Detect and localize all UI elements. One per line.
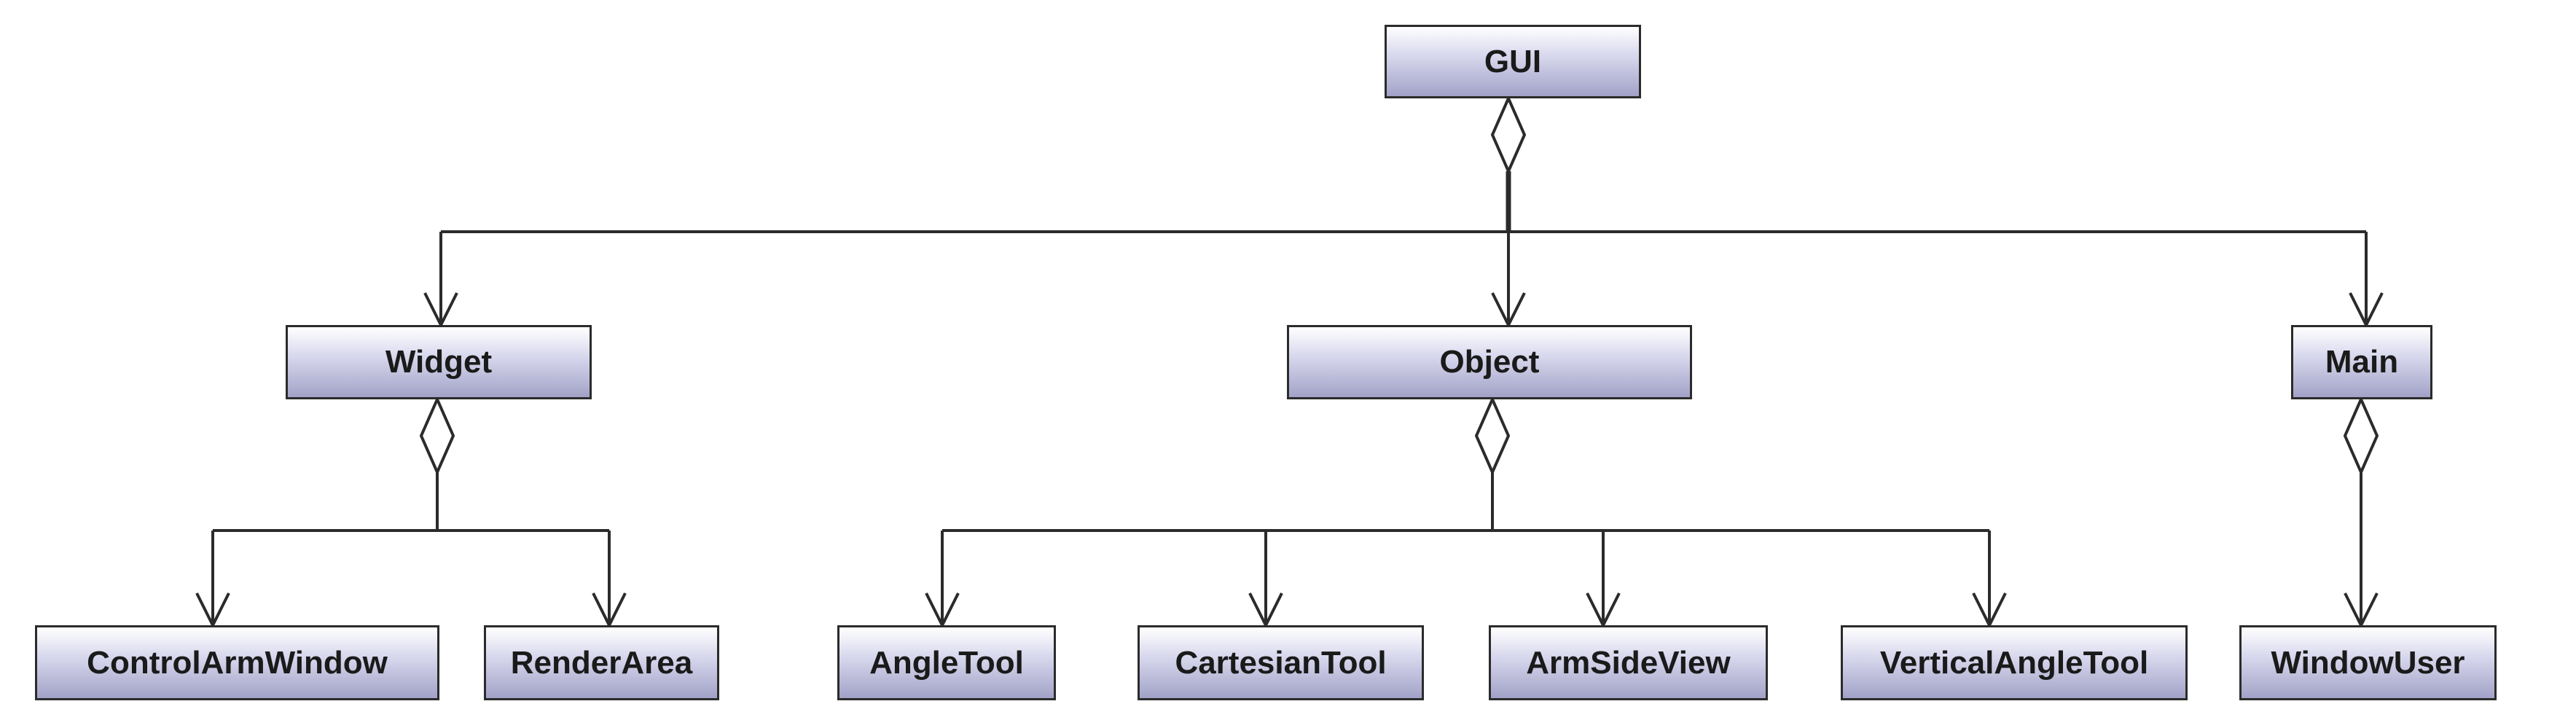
class-arm-side-view[interactable]: ArmSideView [1489,625,1768,700]
class-gui[interactable]: GUI [1385,25,1641,98]
class-cartesian-tool[interactable]: CartesianTool [1138,625,1424,700]
class-main[interactable]: Main [2291,325,2432,399]
aggregation-diamond [2343,396,2379,476]
class-window-user[interactable]: WindowUser [2239,625,2497,700]
class-widget[interactable]: Widget [286,325,592,399]
class-angle-tool[interactable]: AngleTool [837,625,1056,700]
class-render-area[interactable]: RenderArea [484,625,719,700]
class-vertical-angle-tool[interactable]: VerticalAngleTool [1841,625,2188,700]
aggregation-diamond [419,396,455,476]
aggregation-diamond [1474,396,1511,476]
aggregation-diamond [1490,95,1527,175]
class-control-arm-window[interactable]: ControlArmWindow [35,625,439,700]
class-object[interactable]: Object [1287,325,1692,399]
